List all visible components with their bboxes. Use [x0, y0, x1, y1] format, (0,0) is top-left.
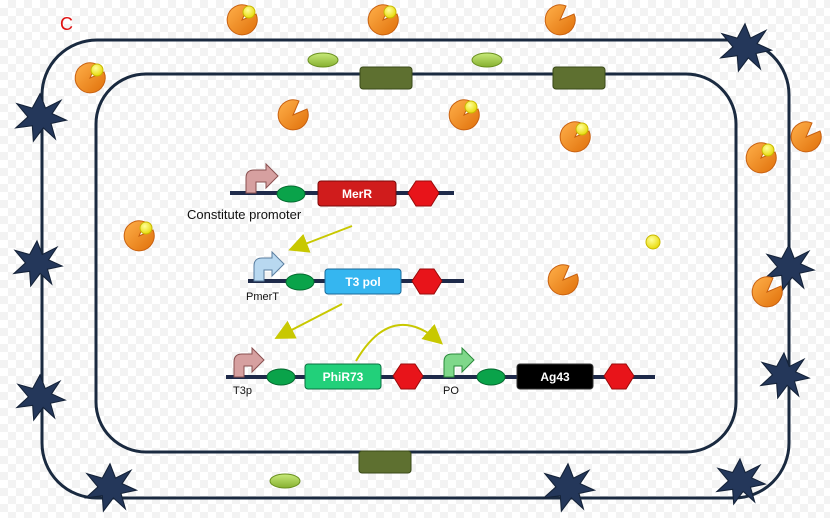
terminator-hexagon	[411, 268, 443, 295]
promoter-arrow	[245, 162, 279, 194]
terminator-hexagon	[407, 180, 440, 207]
pacman-with-mercury	[226, 4, 258, 36]
rbs-oval	[276, 185, 306, 203]
green-pellet	[471, 52, 503, 68]
t3p-label: T3p	[233, 385, 252, 397]
promoter-arrow	[233, 346, 265, 378]
inner-membrane	[94, 72, 738, 454]
promoter-arrow	[443, 346, 475, 378]
pacman-with-mercury	[745, 142, 777, 174]
constitute-promoter-label: Constitute promoter	[187, 207, 302, 222]
merR-gene	[317, 180, 397, 207]
po-label: PO	[443, 385, 459, 397]
green-pellet	[269, 473, 301, 489]
t3pol-gene	[324, 268, 402, 295]
rbs-oval	[476, 368, 506, 386]
rbs-oval	[266, 368, 296, 386]
pacman-with-mercury	[367, 4, 399, 36]
t3pol-label: T3 pol	[345, 275, 380, 289]
regulation-arrow	[288, 225, 353, 253]
pacman-with-mercury	[74, 62, 106, 94]
phiR73-gene	[304, 363, 382, 390]
pacman-with-mercury	[123, 220, 155, 252]
panel-label: C	[60, 14, 73, 34]
rbs-oval	[285, 273, 315, 291]
membrane-porin	[358, 450, 412, 474]
promoter-arrow	[253, 250, 285, 282]
ag43-label: Ag43	[540, 370, 570, 384]
pacman-with-mercury	[448, 99, 480, 131]
terminator-hexagon	[392, 363, 424, 390]
pacman-with-mercury	[559, 121, 591, 153]
merR-label: MerR	[342, 187, 372, 201]
green-pellet	[307, 52, 339, 68]
ag43-gene	[516, 363, 594, 390]
mercury-ion	[645, 234, 661, 250]
terminator-hexagon	[603, 363, 635, 390]
membrane-porin	[359, 66, 413, 90]
activation-arrow	[355, 323, 444, 362]
phiR73-label: PhiR73	[323, 370, 364, 384]
regulation-arrow	[274, 303, 343, 339]
pmerT-label: PmerT	[246, 291, 279, 303]
membrane-porin	[552, 66, 606, 90]
